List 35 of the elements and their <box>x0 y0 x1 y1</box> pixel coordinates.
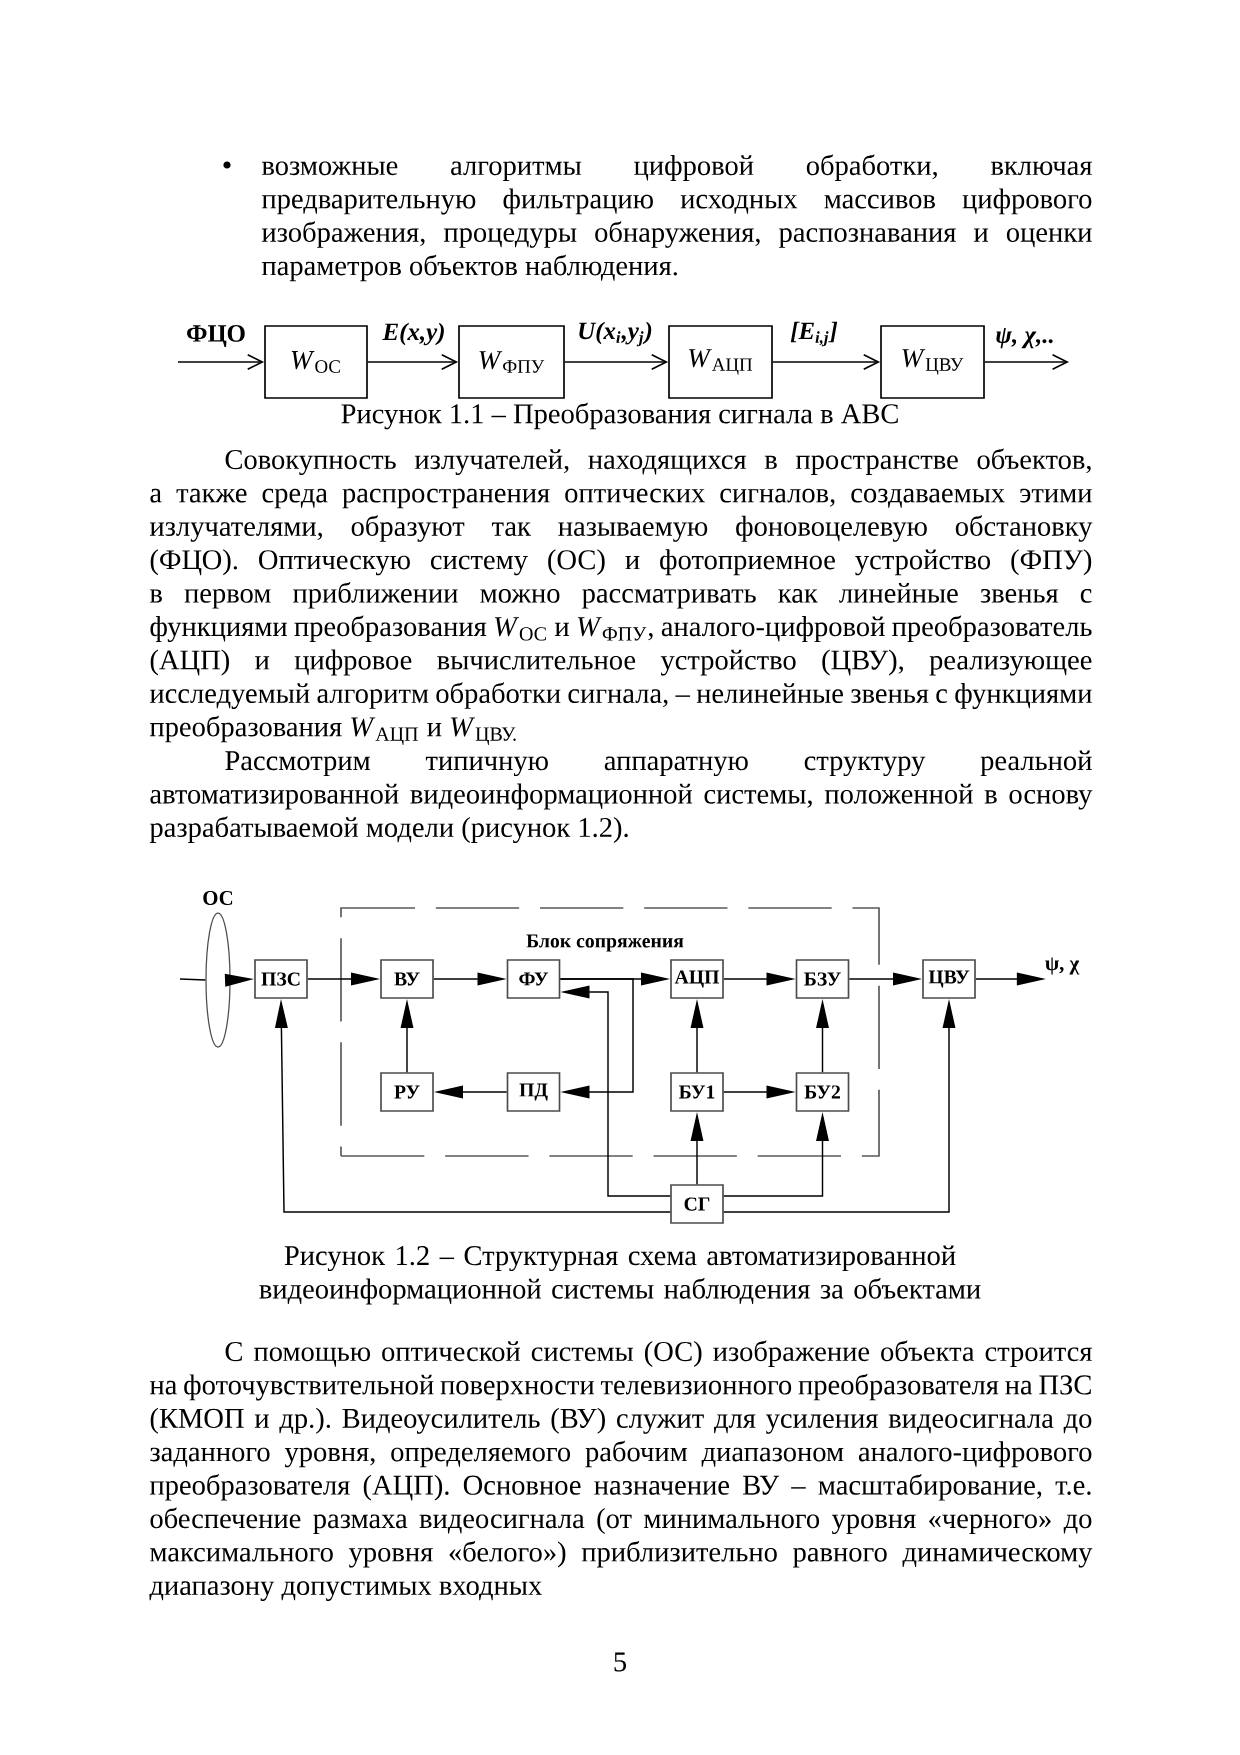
block-box: ЦВУ <box>922 959 976 999</box>
block-box: ПЗС <box>254 959 308 999</box>
paragraph: С помощью оптической системы (ОС) изображение объекта строится на фоточувствительной поверхности телевизионного преобразователя на ПЗС (КМОП и др.). Видеоусилитель (ВУ) служит для усиления видеосигнала до заданного уровня, определяемого рабочим диапазоном аналого-цифрового преобразователя (АЦП). Основное назначение ВУ – масштабирование, т.е. обеспечение размаха видеосигнала (от минимального уровня «черного» до максимального уровня «белого») приблизительно равного динамическому диапазону допустимых входных <box>149 1340 1093 1601</box>
block-box: БУ2 <box>795 1072 850 1112</box>
paragraph: Рассмотрим типичную аппаратную структуру реальной автоматизированной видеоинформационной системы, положенной в основу разрабатываемой модели (рисунок 1.2). <box>149 750 1093 843</box>
figure-caption: Рисунок 1.1 – Преобразования сигнала в АВС <box>341 402 898 430</box>
block-box: РУ <box>380 1072 434 1112</box>
edge-label: E(x,y) <box>380 320 448 348</box>
arrow <box>177 353 265 371</box>
node-label: ОС <box>203 891 233 905</box>
figure-caption: Рисунок 1.2 – Структурная схема автоматизированной видеоинформационной системы наблюдения за объектами <box>259 1245 981 1305</box>
arrow <box>984 353 1069 371</box>
arrow <box>559 978 634 1099</box>
block-box: АЦП <box>670 959 724 999</box>
transfer-box: W$_{ЦВУ}$ <box>880 325 985 399</box>
paragraph: Совокупность излучателей, находящихся в пространстве объектов, а также среда распространения оптических сигналов, создаваемых этими излучателями, образуют так называемую фоновоцелевую обстановку (ФЦО). Оптическую систему (ОС) и фотоприемное устройство (ФПУ) в первом приближении можно рассматривать как линейные звенья с функциями преобразования W$_{ОС}$ и W$_{ФПУ}$, аналого-цифровой преобразователь (АЦП) и цифровое вычислительное устройство (ЦВУ), реализующее исследуемый алгоритм обработки сигнала, – нелинейные звенья с функциями преобразования W$_{АЦП}$ и W$_{ЦВУ.}$ <box>149 448 1093 745</box>
page-number: 5 <box>614 1652 626 1672</box>
edge-label: ФЦО <box>184 323 248 349</box>
edge-label: ψ, χ <box>1042 955 1082 977</box>
transfer-box: W$_{АЦП}$ <box>668 325 773 399</box>
block-box: СГ <box>670 1184 724 1224</box>
arrow <box>772 353 881 371</box>
transfer-box: W$_{ОС}$ <box>264 325 368 399</box>
edge-label: U(x$_{i}$,y$_{j}$) <box>575 319 655 349</box>
arrow <box>367 353 459 371</box>
edge-label: ψ, χ,.. <box>993 325 1057 351</box>
block-box: БУ1 <box>670 1072 724 1112</box>
block-box: ПД <box>506 1072 561 1112</box>
bullet-item-text: возможные алгоритмы цифровой обработки, включая предварительную фильтрацию исходных массивов цифрового изображения, процедуры обнаружения, распознавания и оценки параметров объектов наблюдения. <box>261 154 1092 282</box>
transfer-box: W$_{ФПУ}$ <box>458 325 565 399</box>
block-box: ФУ <box>506 959 561 999</box>
block-box: ВУ <box>380 959 434 999</box>
edge-label: [E$_{i,j}$] <box>788 319 840 349</box>
arrow <box>564 353 669 371</box>
block-box: БЗУ <box>795 959 850 999</box>
